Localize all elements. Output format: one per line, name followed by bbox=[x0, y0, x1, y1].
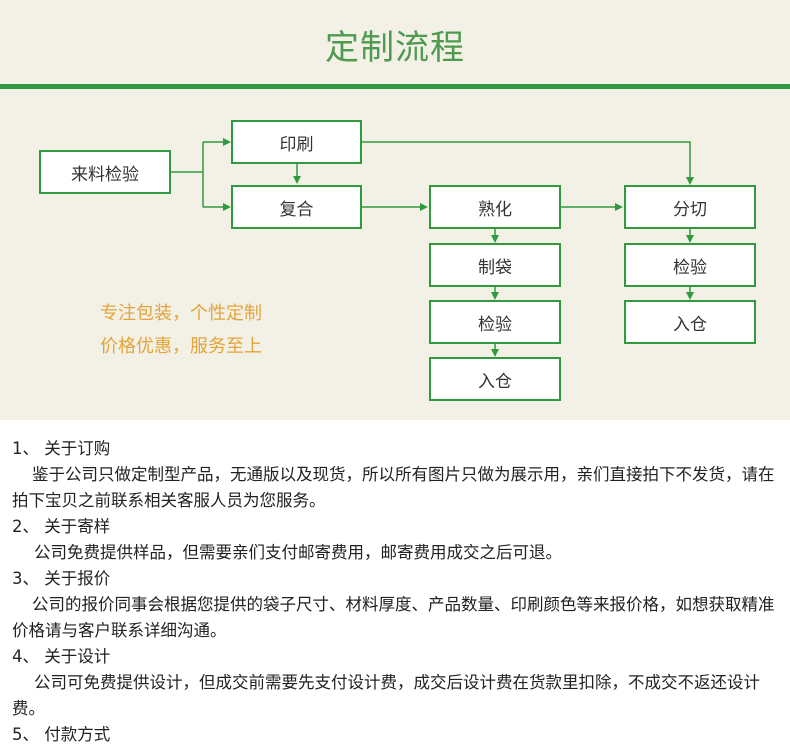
title-divider bbox=[0, 84, 790, 89]
note-body-quotation: 公司的报价同事会根据您提供的袋子尺寸、材料厚度、产品数量、印刷颜色等来报价格，如… bbox=[12, 595, 775, 640]
note-body-ordering: 鉴于公司只做定制型产品，无通版以及现货，所以所有图片只做为展示用，亲们直接拍下不… bbox=[12, 465, 775, 510]
connector-print-slit bbox=[362, 141, 694, 185]
note-body-design: 公司可免费提供设计，但成交前需要先支付设计费，成交后设计费在货款里扣除，不成交不… bbox=[12, 673, 760, 718]
step-slitting: 分切 bbox=[624, 185, 756, 229]
step-bag-making: 制袋 bbox=[429, 243, 561, 287]
note-heading-samples: 2、 关于寄样 bbox=[12, 517, 111, 536]
flow-panel: 定制流程 bbox=[0, 0, 790, 420]
page-title: 定制流程 bbox=[325, 28, 465, 68]
step-warehousing-2: 入仓 bbox=[624, 300, 756, 344]
slogan-line-2: 价格优惠，服务至上 bbox=[100, 336, 262, 357]
note-heading-ordering: 1、 关于订购 bbox=[12, 439, 111, 458]
note-heading-payment: 5、 付款方式 bbox=[12, 725, 111, 744]
step-printing: 印刷 bbox=[231, 120, 362, 164]
note-heading-quotation: 3、 关于报价 bbox=[12, 569, 111, 588]
note-body-samples: 公司免费提供样品，但需要亲们支付邮寄费用，邮寄费用成交之后可退。 bbox=[34, 543, 562, 562]
step-warehousing-1: 入仓 bbox=[429, 357, 561, 401]
step-inspection-1: 检验 bbox=[429, 300, 561, 344]
step-curing: 熟化 bbox=[429, 185, 561, 229]
step-inspection-2: 检验 bbox=[624, 243, 756, 287]
step-incoming-inspection: 来料检验 bbox=[39, 150, 171, 194]
note-heading-design: 4、 关于设计 bbox=[12, 647, 111, 666]
notes-section: 1、 关于订购 鉴于公司只做定制型产品，无通版以及现货，所以所有图片只做为展示用… bbox=[12, 436, 778, 748]
slogan-line-1: 专注包装，个性定制 bbox=[100, 303, 262, 324]
step-laminating: 复合 bbox=[231, 185, 362, 229]
flow-connectors bbox=[171, 138, 694, 357]
